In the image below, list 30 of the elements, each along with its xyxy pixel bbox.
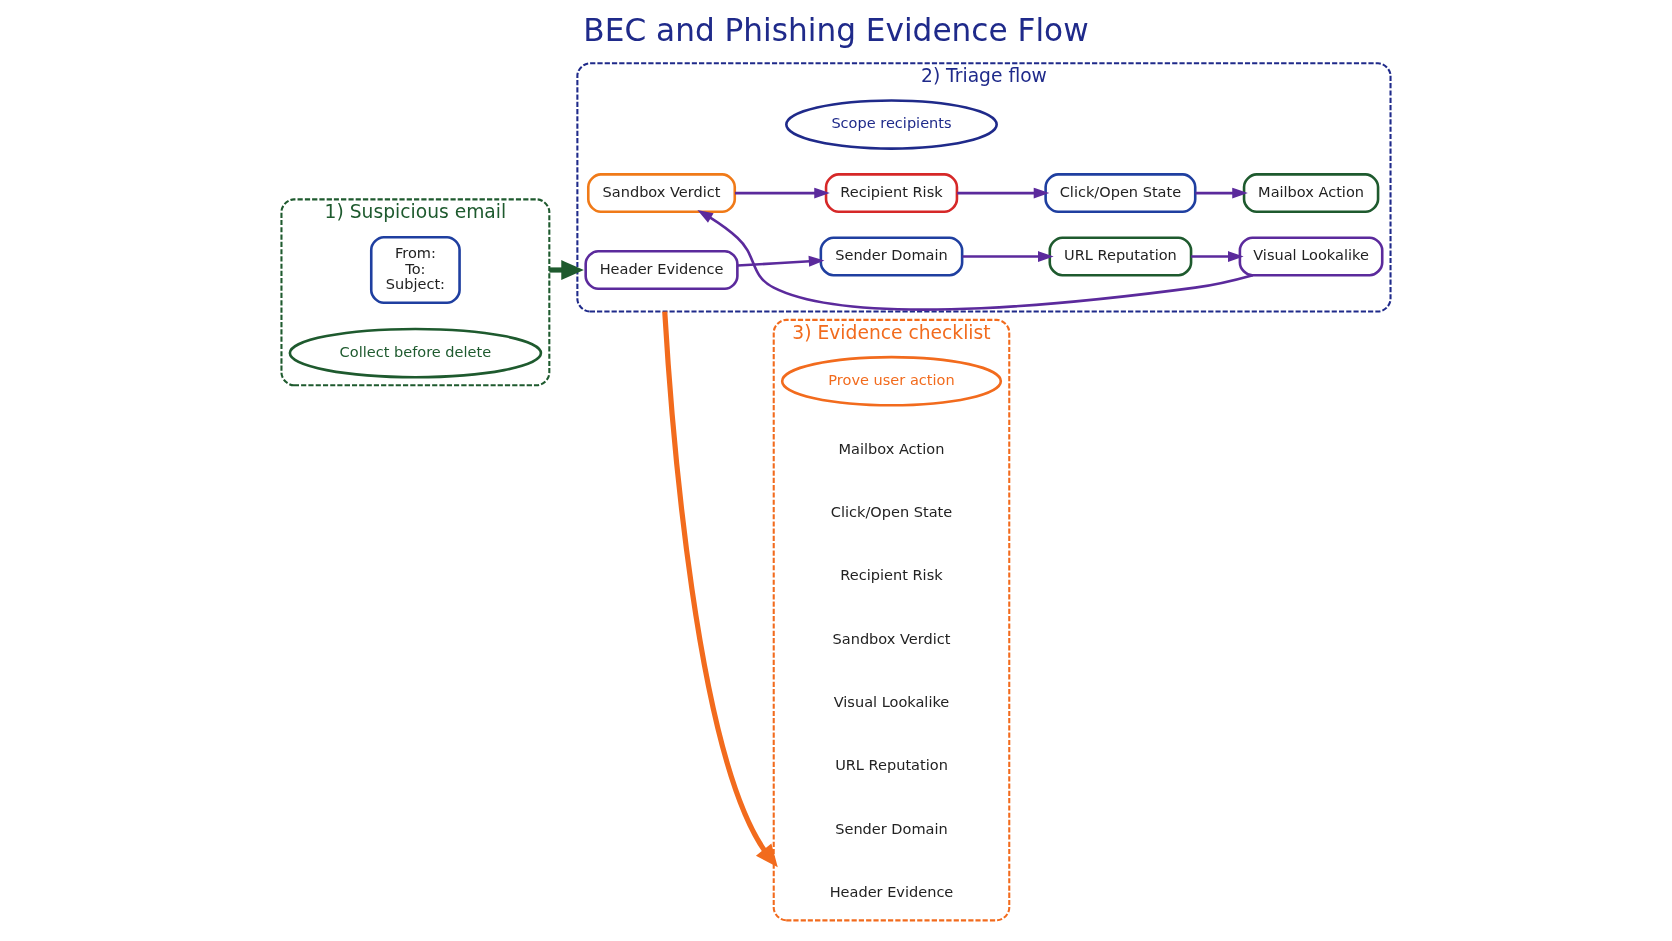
diagram-title: BEC and Phishing Evidence Flow: [583, 12, 1089, 49]
node-text: Header Evidence: [829, 884, 954, 901]
node-box: Sandbox Verdict: [587, 173, 737, 214]
node-box: Mailbox Action: [1242, 173, 1380, 214]
arrow: [737, 255, 825, 267]
arrow: [697, 209, 1254, 311]
node-box: Click/Open State: [1044, 173, 1197, 214]
node-text: Visual Lookalike: [833, 694, 950, 711]
node-box: From: To: Subject:: [369, 235, 461, 305]
node-text: Sender Domain: [835, 820, 948, 837]
node-text: Mailbox Action: [838, 440, 945, 457]
arrow: [1191, 251, 1244, 262]
arrow: [735, 187, 830, 199]
arrow: [957, 187, 1050, 199]
arrow: [1195, 187, 1248, 199]
arrow: [549, 260, 584, 280]
node-ellipse: Collect before delete: [288, 327, 543, 379]
node-box: Header Evidence: [584, 250, 739, 290]
node-ellipse: Scope recipients: [785, 99, 998, 150]
node-box: Visual Lookalike: [1238, 236, 1384, 277]
node-box: Recipient Risk: [824, 173, 959, 214]
node-text: Click/Open State: [830, 503, 953, 520]
arrow: [962, 251, 1054, 262]
arrow: [662, 311, 778, 868]
node-box: URL Reputation: [1048, 236, 1193, 277]
node-box: Sender Domain: [819, 236, 964, 277]
node-text: Sandbox Verdict: [832, 630, 951, 647]
node-text: Recipient Risk: [840, 567, 943, 584]
node-ellipse: Prove user action: [780, 355, 1003, 407]
node-text: URL Reputation: [835, 757, 948, 774]
